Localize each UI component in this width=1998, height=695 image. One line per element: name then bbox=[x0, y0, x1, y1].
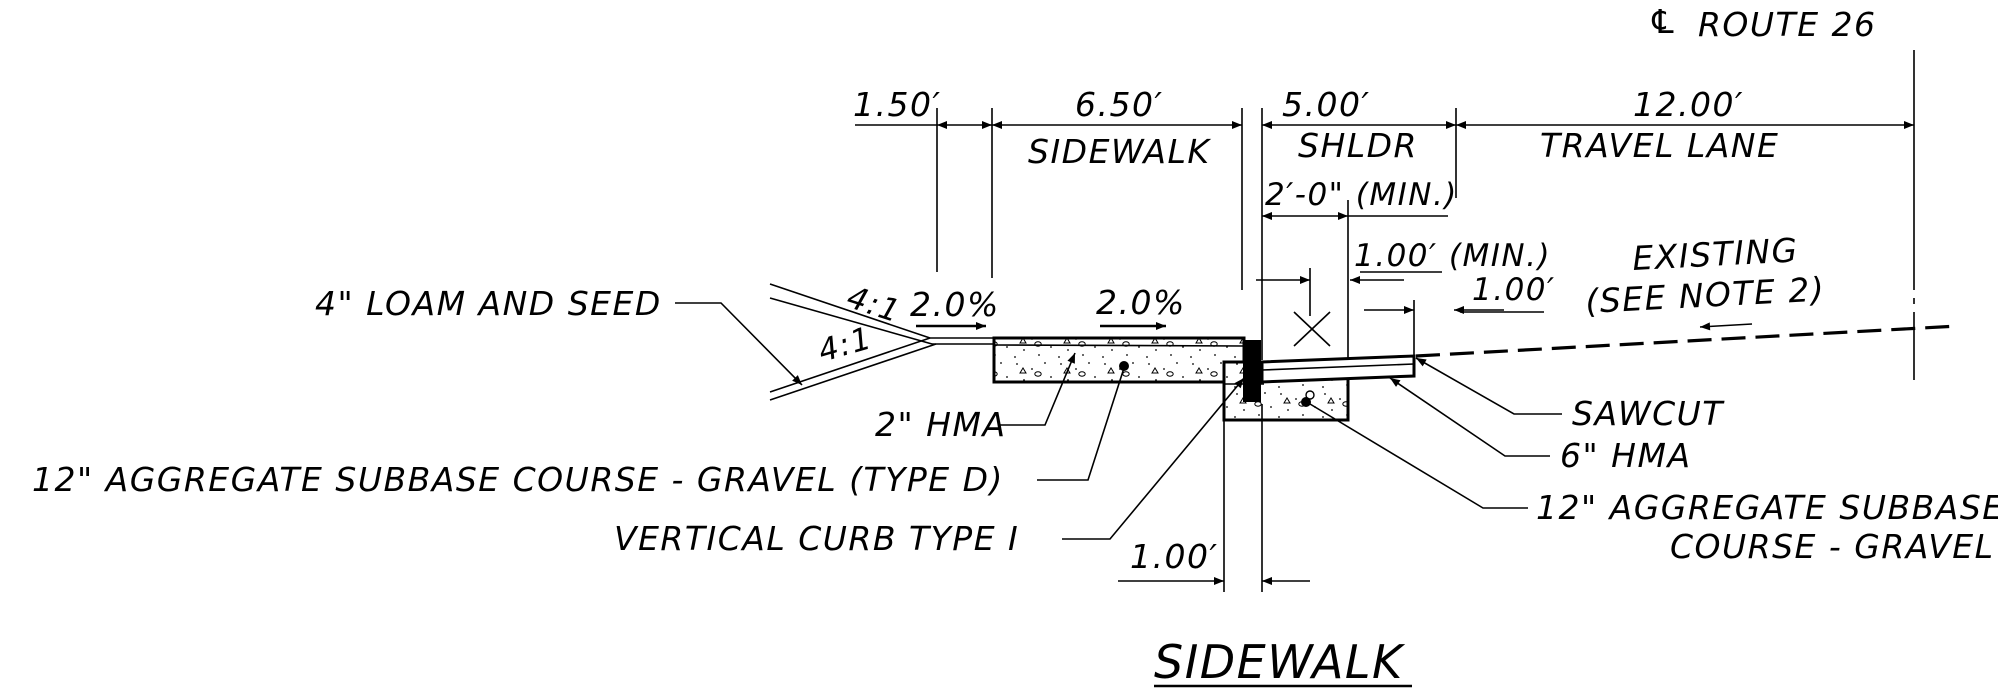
curb-callout: VERTICAL CURB TYPE I bbox=[614, 519, 1019, 558]
shoulder-label: SHLDR bbox=[1298, 126, 1418, 165]
dimension-chain: 1.50′ 6.50′ SIDEWALK 5.00′ SHLDR 12.00′ … bbox=[853, 85, 1914, 360]
hma-sidewalk-callout: 2" HMA bbox=[875, 405, 1007, 444]
curb-base-width: 1.00′ bbox=[1130, 537, 1218, 576]
lower-slope-ratio: 4:1 bbox=[814, 320, 876, 370]
upper-slope-ratio: 4:1 bbox=[843, 279, 906, 330]
drawing-title-text: SIDEWALK bbox=[1154, 635, 1406, 689]
sidewalk-width: 6.50′ bbox=[1075, 85, 1163, 124]
grass-slope-percent: 2.0% bbox=[910, 285, 1000, 324]
existing-label: EXISTING bbox=[1631, 230, 1799, 278]
hma-road-callout: 6" HMA bbox=[1560, 436, 1692, 475]
shoulder-width: 5.00′ bbox=[1282, 85, 1370, 124]
centerline-label: ROUTE 26 bbox=[1698, 5, 1877, 44]
grading: 4:1 4:1 2.0% bbox=[769, 279, 1000, 401]
lane-label: TRAVEL LANE bbox=[1540, 126, 1779, 165]
roadway-pavement bbox=[1223, 354, 1416, 592]
subbase-sidewalk-callout: 12" AGGREGATE SUBBASE COURSE - GRAVEL (T… bbox=[32, 460, 1004, 499]
cross-mark bbox=[1293, 311, 1331, 347]
sidewalk-slope-percent: 2.0% bbox=[1096, 283, 1186, 322]
left-callouts: 4" LOAM AND SEED 2" HMA 12" AGGREGATE SU… bbox=[32, 284, 1310, 585]
grass-strip-width: 1.50′ bbox=[853, 85, 941, 124]
sawcut-step: 1.00′ bbox=[1472, 272, 1556, 308]
sidewalk-slab: 2.0% bbox=[992, 283, 1246, 384]
curb-offset-dimension: 2′-0" (MIN.) bbox=[1262, 177, 1458, 368]
centerline: ℄ ROUTE 26 bbox=[1648, 2, 1915, 380]
sidewalk-label: SIDEWALK bbox=[1028, 132, 1211, 171]
drawing-title: SIDEWALK bbox=[1154, 635, 1412, 689]
subbase-road-callout-line1: 12" AGGREGATE SUBBASE bbox=[1536, 488, 1998, 527]
subbase-road-callout-line2: COURSE - GRAVEL bbox=[1670, 527, 1995, 566]
vertical-curb bbox=[1243, 340, 1261, 402]
centerline-symbol: ℄ bbox=[1648, 2, 1679, 41]
curb-offset-min: 2′-0" (MIN.) bbox=[1265, 177, 1458, 213]
sawcut-callout: SAWCUT bbox=[1572, 394, 1725, 433]
right-callouts: SAWCUT 6" HMA 12" AGGREGATE SUBBASE COUR… bbox=[1301, 357, 1998, 566]
loam-seed-callout: 4" LOAM AND SEED bbox=[315, 284, 662, 323]
lane-width: 12.00′ bbox=[1633, 85, 1744, 124]
sawcut-offset-min: 1.00′ (MIN.) bbox=[1354, 238, 1551, 274]
sawcut-dimensions: 1.00′ (MIN.) 1.00′ bbox=[1256, 238, 1556, 356]
existing-note: (SEE NOTE 2) bbox=[1584, 269, 1826, 321]
